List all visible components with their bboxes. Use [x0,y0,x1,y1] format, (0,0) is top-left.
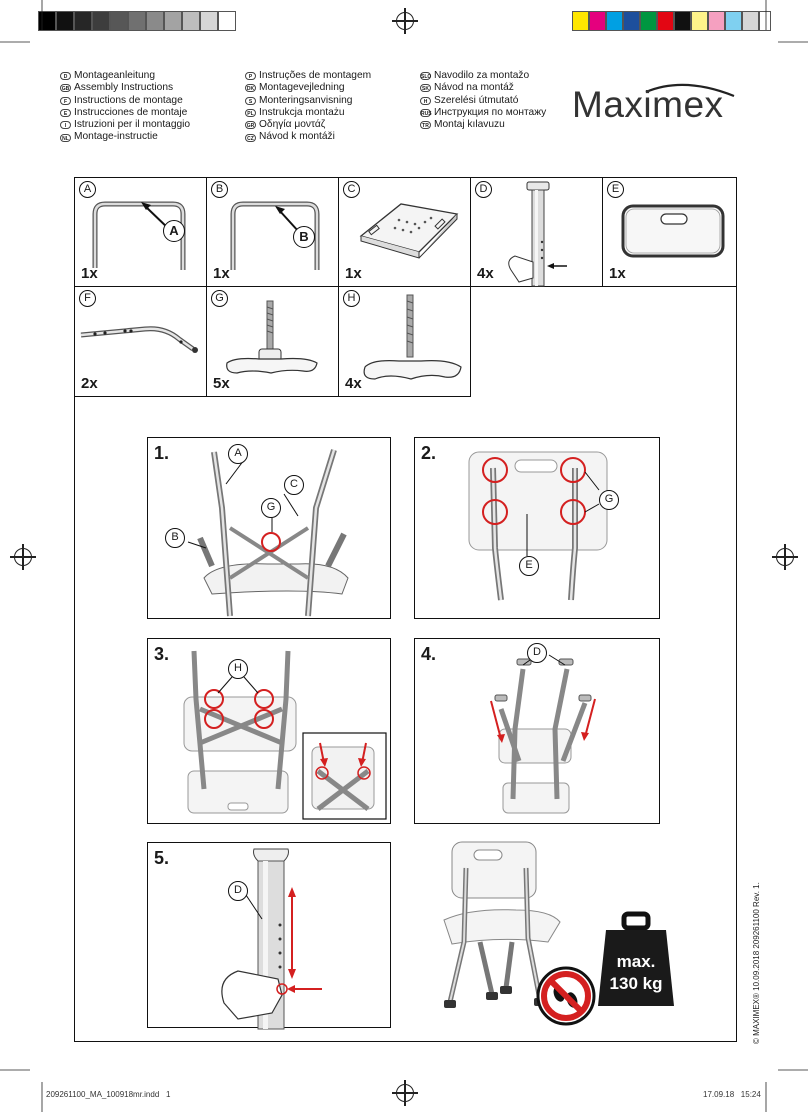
footer-datetime: 17.09.18 15:24 [703,1090,761,1099]
logo-text: Maximex [572,84,724,125]
callout-b: B [293,226,315,248]
registration-mark-top [392,8,418,34]
weight-label-value: 130 kg [609,974,663,993]
callout-d: D [228,881,248,901]
no-standing-icon [536,966,596,1026]
lang-badge: F [60,96,71,105]
callout-e: E [519,556,539,576]
lang-badge: RUS [420,109,432,118]
lang-badge: E [60,109,71,118]
part-cell-e: E 1x [602,177,737,287]
backrest-e-drawing [621,204,725,258]
callout-a: A [228,444,248,464]
step-3-panel: 3. H [147,638,391,824]
step-number: 3. [154,644,170,664]
lang-badge: H [420,96,431,105]
callout-g: G [261,498,281,518]
lang-badge: CZ [245,133,256,142]
callout-b: B [165,528,185,548]
callout-a: A [163,220,185,242]
step-number: 5. [154,848,170,868]
step-number: 1. [154,443,170,463]
part-qty: 5x [213,375,230,392]
part-letter: B [211,181,228,198]
callout-d: D [527,643,547,663]
lang-badge: SLO [420,72,432,81]
step-4-illustration [490,654,596,814]
callout-c: C [284,475,304,495]
lang-badge: I [60,121,71,130]
part-cell-c: C 1x [338,177,471,287]
part-letter: C [343,181,360,198]
seat-c-drawing [359,203,459,259]
lang-badge: GB [60,84,71,93]
part-grid-divider [74,396,470,397]
registration-mark-right [772,544,798,570]
maximex-logo: Maximex [572,74,742,130]
part-letter: H [343,290,360,307]
step-1-panel: 1. A B C G [147,437,391,619]
part-qty: 1x [609,265,626,282]
part-cell-h: H 4x [338,286,471,397]
step-2-panel: 2. G E [414,437,660,619]
step-2-illustration [468,451,608,601]
part-qty: 2x [81,375,98,392]
lang-badge: D [60,72,71,81]
copyright-text: © MAXIMEX® 10.09.2018 209261100 Rev. 1. [752,882,761,1044]
max-weight-icon: max. 130 kg [598,911,674,1008]
lang-badge: TR [420,121,431,130]
part-qty: 4x [477,265,494,282]
callout-g: G [599,490,619,510]
part-cell-a: A A 1x [74,177,207,287]
step-4-panel: 4. D [414,638,660,824]
part-letter: D [475,181,492,198]
lang-badge: PL [245,109,256,118]
assembled-chair-illustration [443,841,561,1008]
callout-h: H [228,659,248,679]
lang-badge: S [245,96,256,105]
part-cell-f: F 2x [74,286,207,397]
brace-f-drawing [80,326,198,353]
part-qty: 1x [345,265,362,282]
bolt-g-drawing [226,300,318,374]
leg-d-drawing [508,181,567,287]
part-qty: 1x [81,265,98,282]
registration-mark-bottom [392,1080,418,1106]
step-number: 2. [421,443,437,463]
weight-label-max: max. [616,952,656,971]
registration-mark-left [10,544,36,570]
lang-badge: GR [245,121,256,130]
footer-filename: 209261100_MA_100918mr.indd 1 [46,1090,171,1099]
step-5-illustration [221,848,322,1030]
part-qty: 4x [345,375,362,392]
part-qty: 1x [213,265,230,282]
frame-a-drawing [92,201,186,270]
part-cell-b: B B 1x [206,177,339,287]
part-cell-g: G 5x [206,286,339,397]
part-letter: A [79,181,96,198]
lang-badge: P [245,72,256,81]
lang-badge: DK [245,84,256,93]
bolt-h-drawing [363,294,462,380]
part-letter: E [607,181,624,198]
step-1-illustration [187,449,349,617]
frame-b-drawing [230,201,320,270]
lang-badge: SK [420,84,431,93]
lang-badge: NL [60,133,71,142]
part-letter: F [79,290,96,307]
step-5-panel: 5. D [147,842,391,1030]
step-number: 4. [421,644,437,664]
step-3-illustration [183,650,387,820]
part-letter: G [211,290,228,307]
part-cell-d: D 4x [470,177,603,287]
